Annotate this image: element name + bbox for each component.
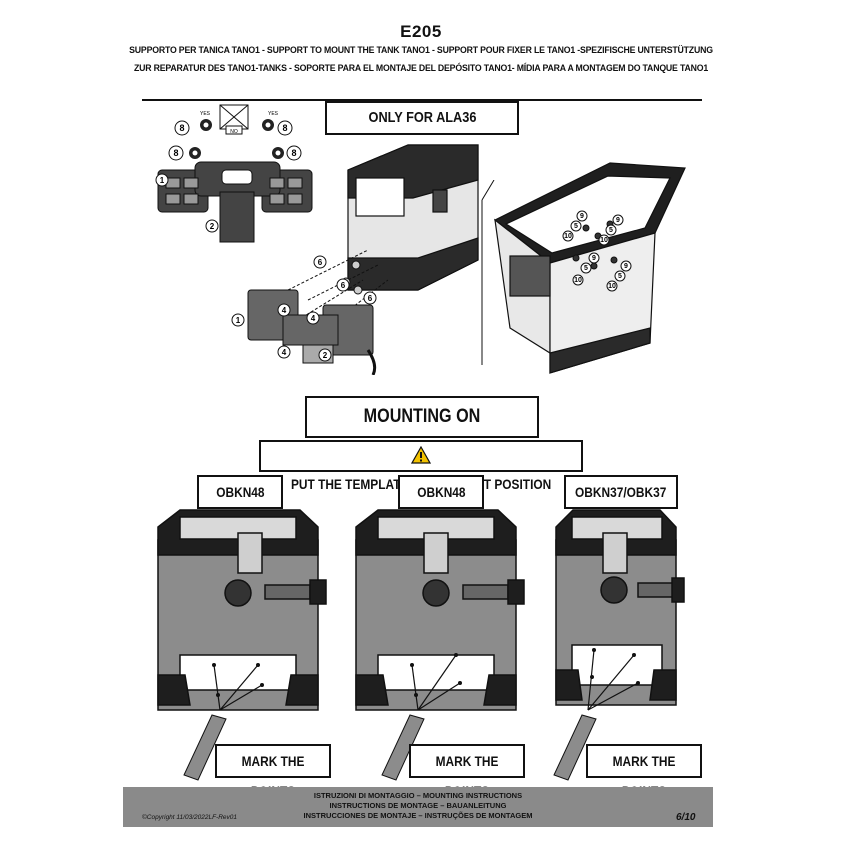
footer-line-2: INSTRUCTIONS DE MONTAGE – BAUANLEITUNG: [329, 801, 507, 810]
callout-5-a: 5: [574, 223, 578, 230]
callout-4-b: 4: [311, 314, 316, 323]
warning-box: PUT THE TEMPLATE IN THE RIGHT POSITION: [259, 440, 583, 492]
case-label-2: OBKN48: [416, 484, 466, 500]
mounting-title-box: MOUNTING ON OBK/OBKN: [305, 396, 539, 465]
callout-4-c: 4: [282, 348, 287, 357]
title-line-1: SUPPORTO PER TANICA TANO1 - SUPPORT TO M…: [129, 45, 713, 56]
case-label-box-3: OBKN37/OBK37: [564, 475, 678, 509]
only-for-label: ONLY FOR ALA36: [368, 109, 476, 126]
mark-points-box-1: MARK THE POINTS: [215, 744, 331, 799]
case-label-box-1: OBKN48: [197, 475, 283, 509]
label-yes-1: YES: [200, 111, 211, 117]
callout-8-a: 8: [179, 123, 184, 133]
callout-5-c: 5: [584, 265, 588, 272]
title-line-2: ZUR REPARATUR DES TANO1-TANKS - SOPORTE …: [133, 63, 709, 74]
callout-8-b: 8: [282, 123, 287, 133]
callout-2-b: 2: [323, 351, 328, 360]
callout-8-c: 8: [173, 148, 178, 158]
case-obkn37: [553, 509, 685, 781]
callout-1-b: 1: [236, 316, 241, 325]
footer-line-1: ISTRUZIONI DI MONTAGGIO – MOUNTING INSTR…: [313, 791, 523, 800]
case-obkn48-a: [157, 509, 327, 781]
label-yes-2: YES: [268, 111, 279, 117]
callout-2: 2: [210, 222, 215, 231]
case-interior-diagram: 9 5 10 9 5 10 9 5 10 9 5 10: [493, 162, 686, 374]
callout-10-a: 10: [564, 233, 572, 240]
mark-points-box-3: MARK THE POINTS: [586, 744, 702, 799]
case-label-1: OBKN48: [215, 484, 265, 500]
callout-4-a: 4: [282, 306, 287, 315]
callout-6-a: 6: [318, 258, 323, 267]
callout-5-d: 5: [618, 273, 622, 280]
case-label-box-2: OBKN48: [398, 475, 484, 509]
case-label-3: OBKN37/OBK37: [575, 484, 667, 500]
callout-9-a: 9: [580, 213, 584, 220]
footer-band: [123, 787, 713, 827]
callout-10-b: 10: [600, 237, 608, 244]
header-divider: [142, 99, 702, 101]
parts-exploded-diagram: NO YES YES 8 8 8 8 1 2: [155, 104, 313, 243]
callout-5-b: 5: [609, 227, 613, 234]
warning-icon: [410, 445, 432, 464]
page-number: 6/10: [676, 812, 696, 823]
callout-10-d: 10: [608, 283, 616, 290]
case-obkn48-b: [355, 509, 525, 781]
callout-6-c: 6: [368, 294, 373, 303]
document-code: E205: [400, 22, 442, 41]
callout-9-d: 9: [624, 263, 628, 270]
detail-connector: [481, 180, 495, 365]
mark-points-box-2: MARK THE POINTS: [409, 744, 525, 799]
callout-9-c: 9: [592, 255, 596, 262]
callout-10-c: 10: [574, 277, 582, 284]
only-for-label-box: ONLY FOR ALA36: [325, 101, 519, 135]
label-no: NO: [230, 129, 238, 135]
case-bracket-assembly-diagram: 6 6 6 1 4 4 4 2: [231, 144, 479, 375]
callout-8-d: 8: [291, 148, 296, 158]
callout-9-b: 9: [616, 217, 620, 224]
footer-line-3: INSTRUCCIONES DE MONTAJE – INSTRUÇÕES DE…: [303, 811, 533, 820]
callout-1: 1: [160, 176, 165, 185]
copyright: ©Copyright 11/03/2022LF-Rev01: [142, 814, 238, 821]
callout-6-b: 6: [341, 281, 346, 290]
